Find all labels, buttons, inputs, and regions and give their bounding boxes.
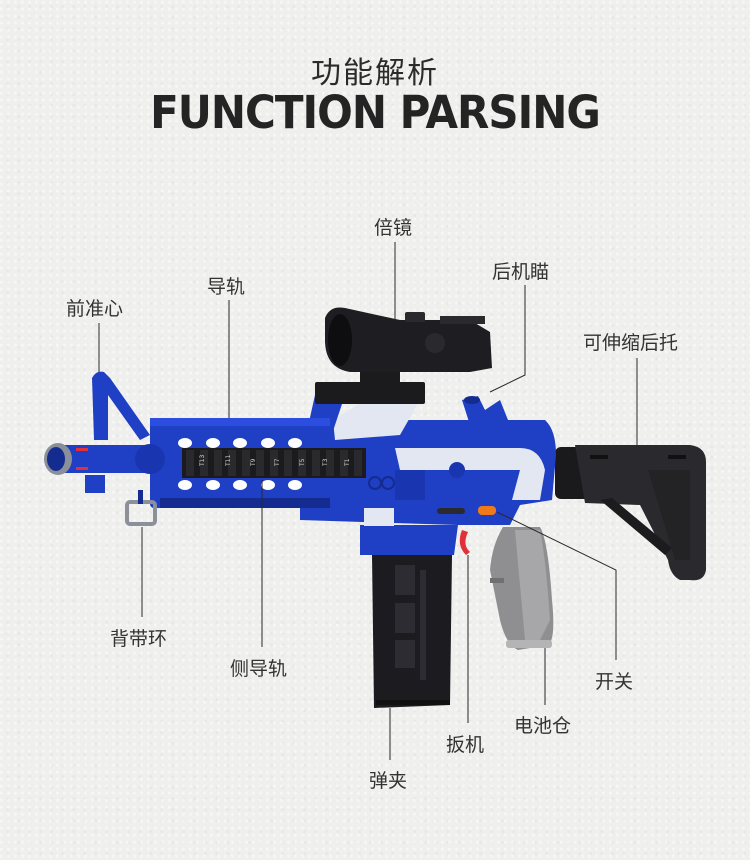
label-trigger: 扳机 [446, 734, 485, 756]
magazine [372, 555, 452, 708]
front-sight [85, 371, 150, 493]
scope [315, 307, 492, 404]
label-switch: 开关 [595, 671, 634, 693]
label-retractable-stock: 可伸缩后托 [583, 332, 679, 354]
side-rail: T13 T11 T9 T7 T5 T3 T1 [182, 448, 366, 478]
label-top-rail: 导轨 [207, 276, 246, 298]
svg-text:T13: T13 [199, 455, 206, 467]
svg-text:T5: T5 [299, 458, 306, 467]
svg-text:T7: T7 [274, 458, 281, 467]
svg-text:T9: T9 [250, 458, 257, 467]
rear-sight [462, 396, 508, 425]
svg-text:T1: T1 [344, 458, 351, 467]
label-magazine: 弹夹 [369, 770, 408, 792]
label-front-sight: 前准心 [66, 298, 124, 320]
svg-text:T11: T11 [225, 455, 232, 467]
label-rear-sight: 后机瞄 [492, 261, 550, 283]
battery-grip [490, 527, 554, 650]
retractable-stock [555, 445, 706, 581]
label-sling-ring: 背带环 [110, 628, 168, 650]
svg-text:T3: T3 [322, 458, 329, 467]
title-english: FUNCTION PARSING [150, 86, 601, 139]
label-side-rail: 侧导轨 [230, 658, 288, 680]
label-scope: 倍镜 [374, 217, 413, 239]
label-battery-compartment: 电池仓 [514, 715, 572, 737]
title-chinese: 功能解析 [311, 56, 439, 91]
sling-ring [125, 490, 157, 526]
barrel [44, 443, 165, 475]
